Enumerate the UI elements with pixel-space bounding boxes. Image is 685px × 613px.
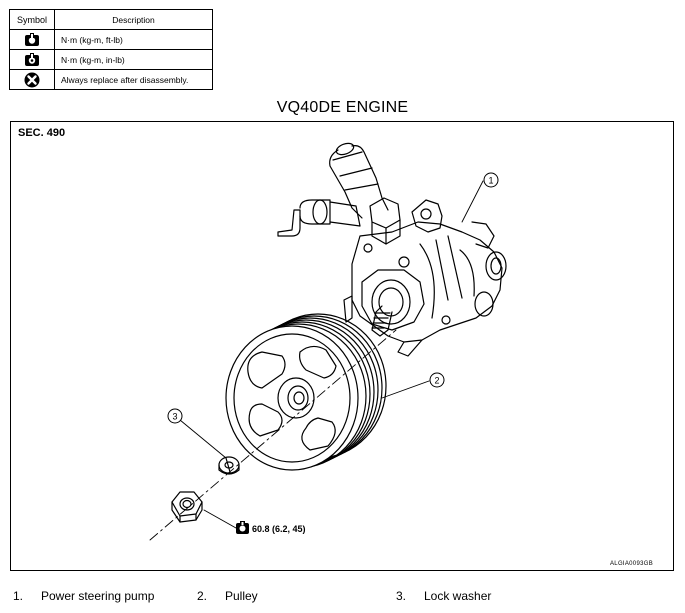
engine-title: VQ40DE ENGINE [276,99,409,116]
part-item: 1. Power steering pump [13,589,154,603]
pulley [225,313,387,471]
callout-1: 1 [483,172,499,188]
callout-3-label: 3 [172,412,177,422]
callout-3: 3 [167,408,183,424]
section-label: SEC. 490 [18,127,66,139]
torque-wrench-ftlb-icon [236,521,249,534]
part-name: Lock washer [424,589,492,603]
callout-2-label: 2 [434,376,439,386]
power-steering-pump [277,142,507,357]
legend-header-row: Symbol Description [9,9,213,30]
part-number: 1. [13,589,24,603]
replace-x-icon [24,72,40,87]
pulley-nut [171,491,203,523]
part-item: 2. Pulley [197,589,258,603]
callout-2: 2 [429,372,445,388]
legend-row: N·m (kg-m, ft-lb) [9,29,213,50]
diagram-frame [10,121,674,571]
lock-washer [218,456,240,475]
part-name: Pulley [225,589,258,603]
part-number: 2. [197,589,208,603]
torque-wrench-inlb-icon [25,52,39,66]
figure-code: ALGIA0093GB [610,561,653,567]
part-number: 3. [396,589,407,603]
legend-description: Always replace after disassembly. [54,69,213,90]
callout-1-label: 1 [488,176,493,186]
symbol-legend-table: Symbol Description N·m (kg-m, ft-lb) N·m… [9,9,213,90]
part-name: Power steering pump [41,589,155,603]
legend-row: Always replace after disassembly. [9,69,213,90]
torque-wrench-ftlb-icon [25,32,39,46]
part-item: 3. Lock washer [396,589,491,603]
torque-spec: 60.8 (6.2, 45) [252,524,306,534]
